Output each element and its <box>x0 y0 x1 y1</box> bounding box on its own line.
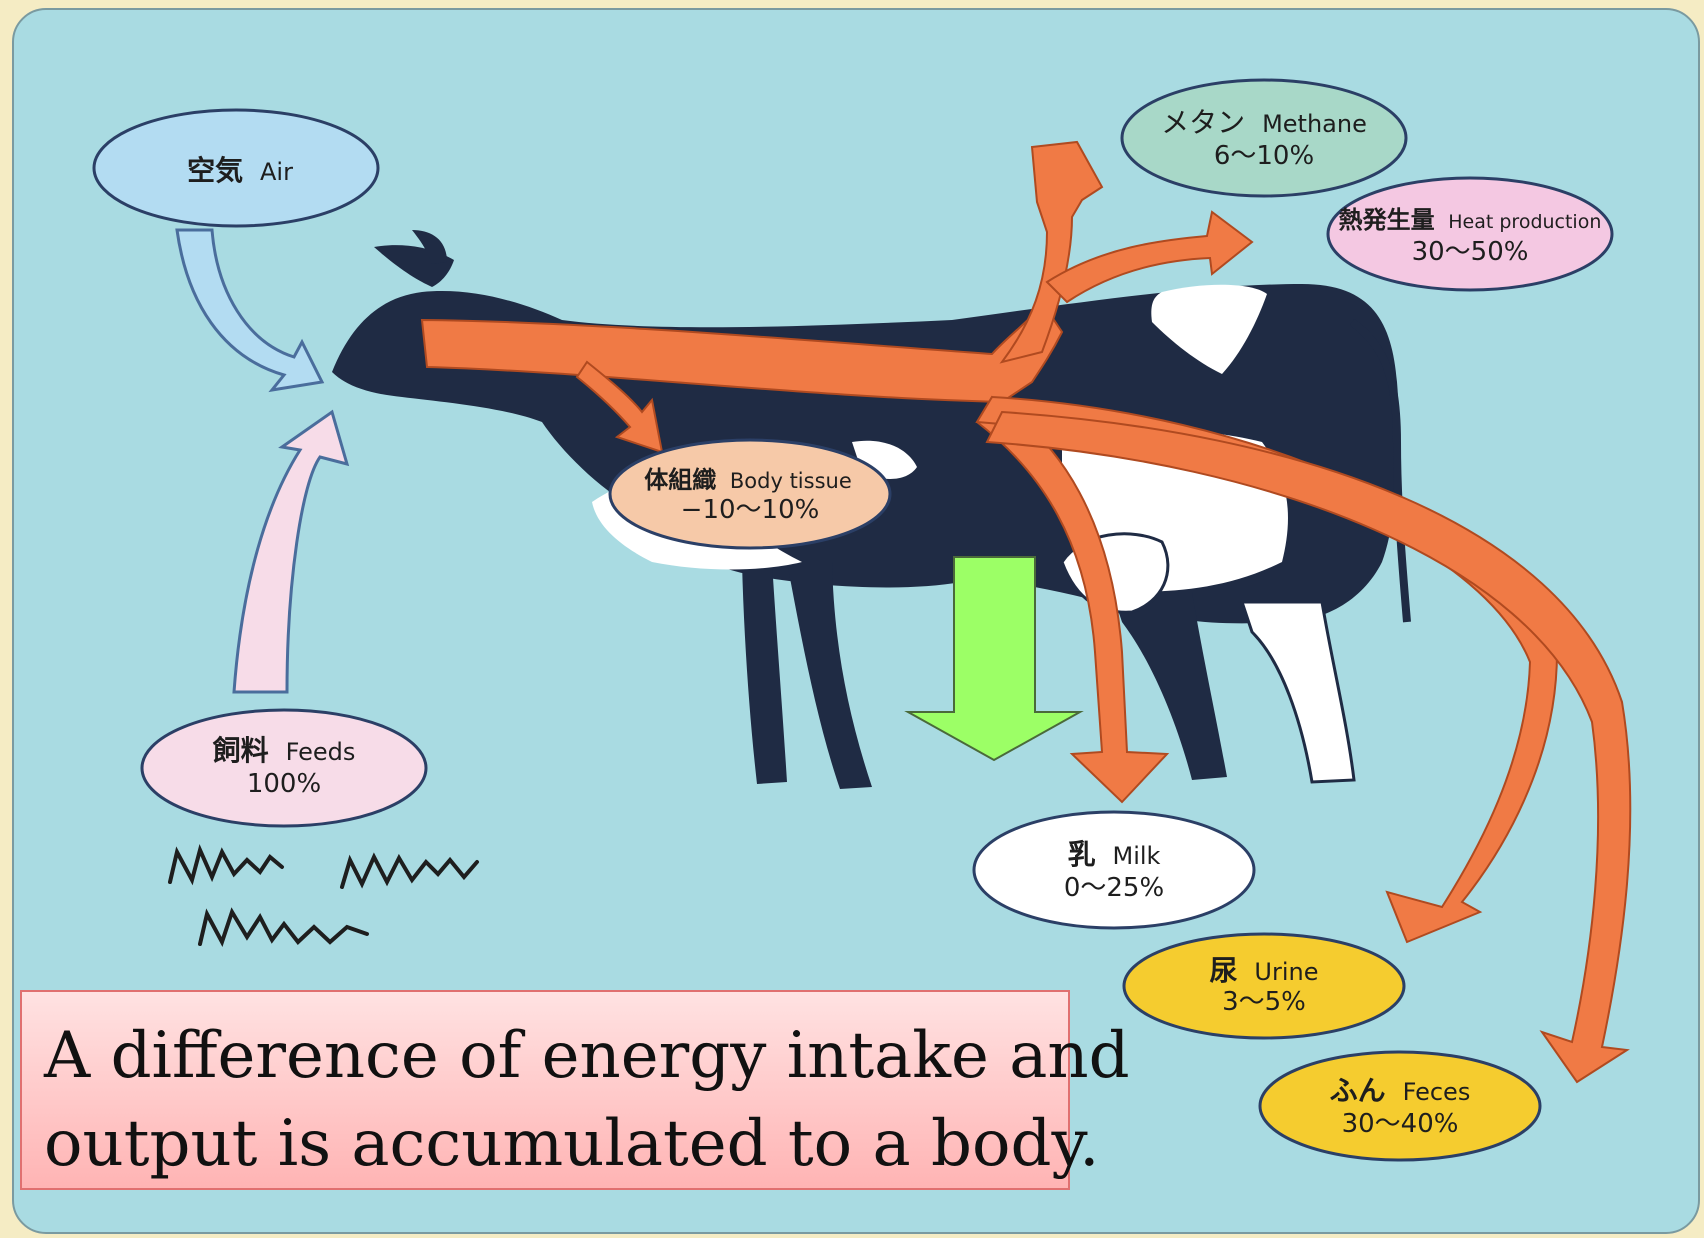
cow-leg <box>1242 602 1354 782</box>
urine-value: 3〜5% <box>1222 987 1306 1017</box>
grass-drawing <box>170 850 477 944</box>
svg-text:尿 Urine: 尿 Urine <box>1210 954 1319 987</box>
feeds-node: 飼料 Feeds 100% <box>142 710 426 826</box>
feces-node: ふん Feces 30〜40% <box>1260 1052 1540 1160</box>
methane-jp-label: メタン <box>1161 106 1245 139</box>
methane-node: メタン Methane 6〜10% <box>1122 80 1406 196</box>
heat-node: 熱発生量 Heat production 30〜50% <box>1328 178 1612 290</box>
air-jp-label: 空気 <box>187 154 243 187</box>
urine-jp-label: 尿 <box>1210 954 1238 987</box>
heat-value: 30〜50% <box>1412 237 1529 267</box>
urine-node: 尿 Urine 3〜5% <box>1124 934 1404 1038</box>
feces-jp-label: ふん <box>1330 1074 1386 1107</box>
methane-value: 6〜10% <box>1214 141 1314 171</box>
feces-en-label: Feces <box>1403 1078 1471 1106</box>
caption-line-2: output is accumulated to a body. <box>44 1100 1046 1188</box>
milk-value: 0〜25% <box>1064 873 1164 903</box>
tissue-en-label: Body tissue <box>730 469 852 493</box>
feeds-flow-arrow <box>234 412 347 692</box>
urine-en-label: Urine <box>1254 958 1318 986</box>
methane-en-label: Methane <box>1262 110 1367 138</box>
feeds-en-label: Feeds <box>286 738 356 766</box>
feeds-jp-label: 飼料 <box>213 734 269 767</box>
air-flow-arrow <box>177 230 322 390</box>
svg-text:熱発生量 Heat production: 熱発生量 Heat production <box>1339 206 1602 234</box>
caption-box: A difference of energy intake and output… <box>20 990 1070 1190</box>
milk-node: 乳 Milk 0〜25% <box>974 812 1254 928</box>
tissue-value: −10〜10% <box>681 495 820 525</box>
cow-leg <box>742 562 787 784</box>
air-node: 空気 Air <box>94 110 378 226</box>
cow-leg <box>787 562 872 789</box>
air-en-label: Air <box>260 158 293 186</box>
svg-text:体組織 Body tissue: 体組織 Body tissue <box>644 466 852 494</box>
feeds-value: 100% <box>247 769 321 799</box>
milk-jp-label: 乳 <box>1068 838 1096 871</box>
svg-text:メタン Methane: メタン Methane <box>1161 106 1367 139</box>
heat-jp-label: 熱発生量 <box>1339 206 1435 234</box>
feces-value: 30〜40% <box>1342 1109 1459 1139</box>
heat-en-label: Heat production <box>1448 211 1601 233</box>
tissue-node: 体組織 Body tissue −10〜10% <box>610 440 890 548</box>
milk-en-label: Milk <box>1112 842 1160 870</box>
svg-text:空気 Air: 空気 Air <box>187 154 293 187</box>
svg-text:乳 Milk: 乳 Milk <box>1068 838 1161 871</box>
tissue-jp-label: 体組織 <box>644 466 716 494</box>
caption-line-1: A difference of energy intake and <box>44 1012 1046 1100</box>
